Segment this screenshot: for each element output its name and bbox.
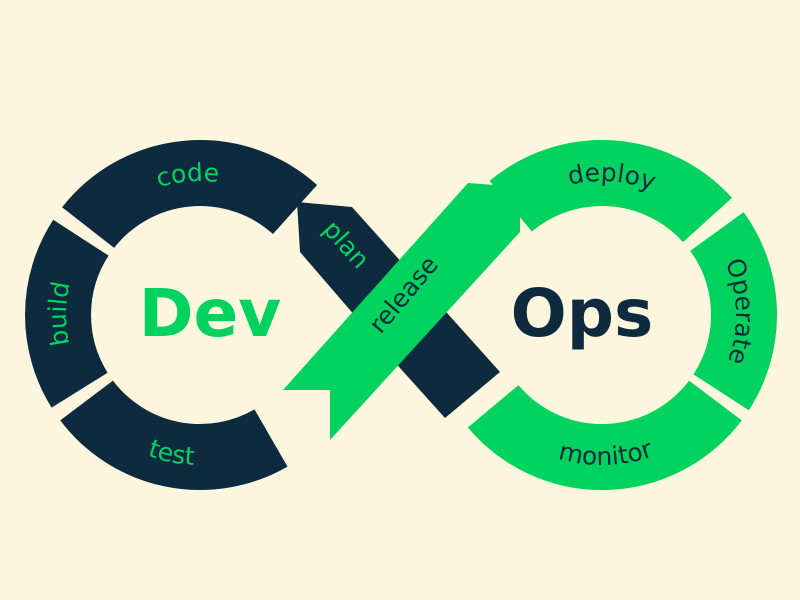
dev-title: Dev bbox=[139, 275, 282, 352]
svg-text:build: build bbox=[43, 279, 76, 348]
ops-title: Ops bbox=[511, 275, 654, 352]
build-segment bbox=[25, 219, 110, 408]
test-segment bbox=[60, 379, 288, 490]
monitor-segment bbox=[467, 379, 742, 490]
deploy-segment bbox=[489, 140, 733, 243]
operate-segment bbox=[689, 212, 777, 411]
code-segment bbox=[62, 140, 318, 249]
build-label: build bbox=[43, 279, 76, 348]
release-band bbox=[283, 183, 520, 440]
